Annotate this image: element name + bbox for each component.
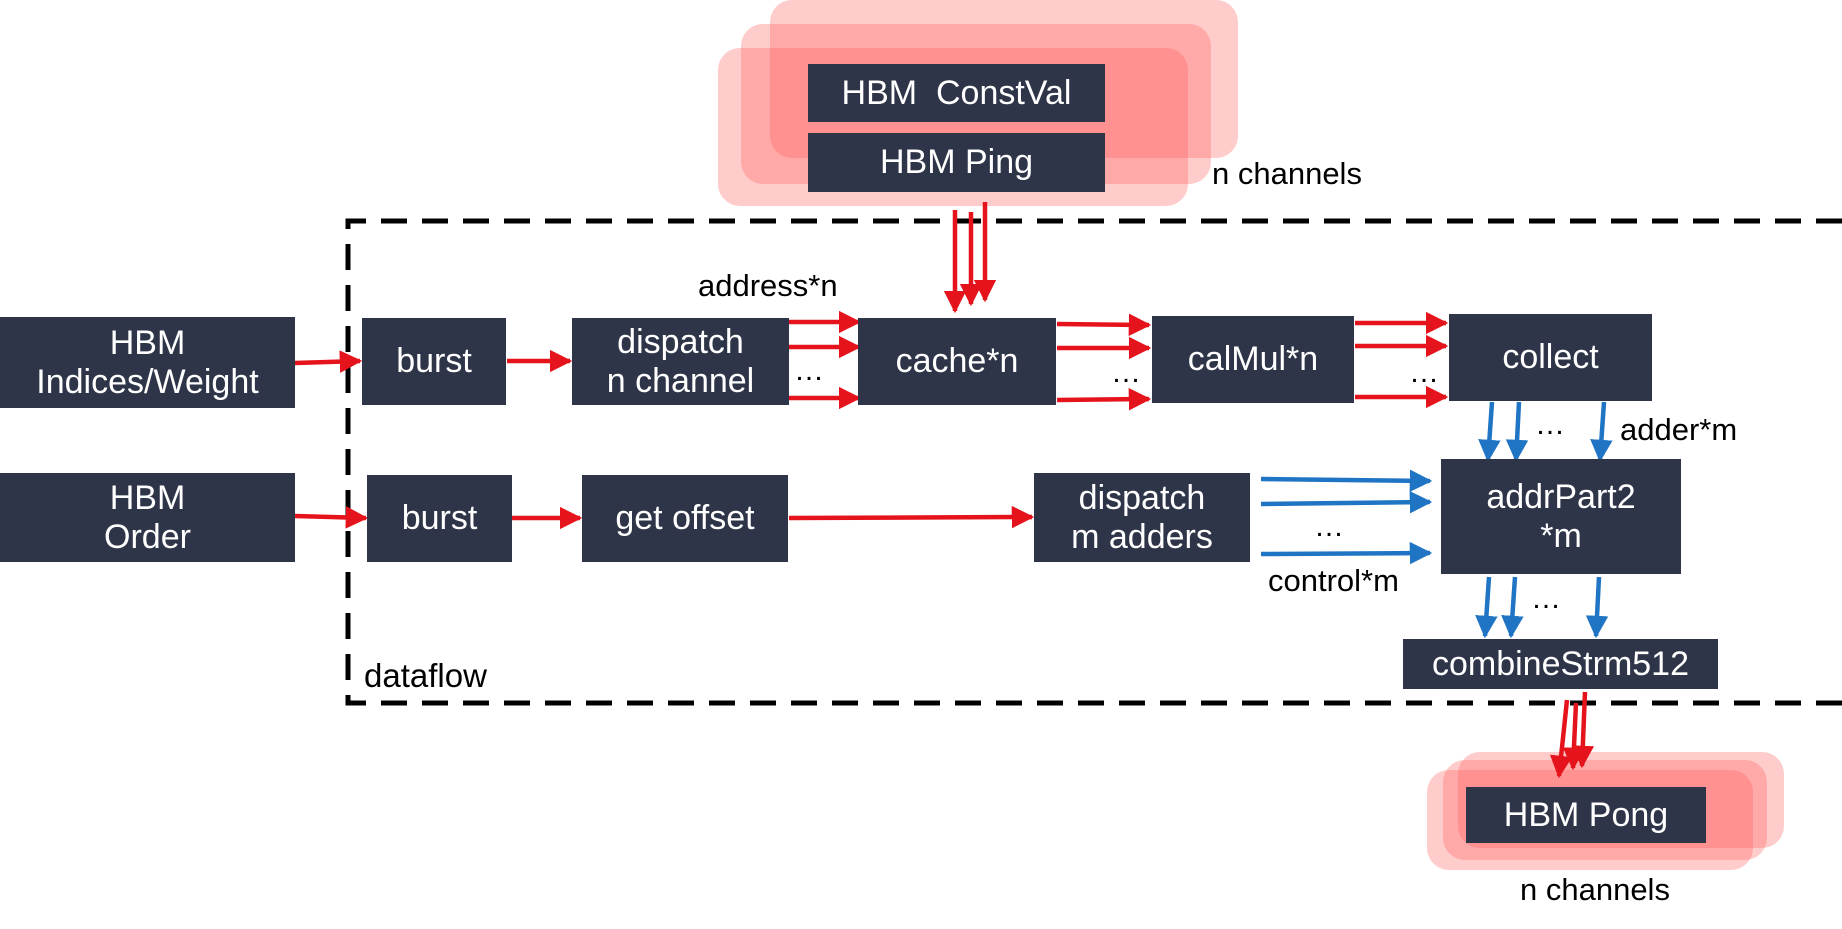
arrow-adder-1 [1478, 401, 1501, 463]
control-label: control*m [1268, 563, 1399, 598]
burst-upper-block: burst [362, 318, 506, 405]
get-offset-block: get offset [582, 475, 788, 562]
arrow-order-to-burst [294, 506, 369, 529]
arrow-cache-to-calmul-1 [1056, 313, 1152, 337]
arrow-combine-2 [1501, 576, 1524, 639]
dispatch-m-adders-block: dispatch m adders [1034, 473, 1250, 562]
dataflow-label: dataflow [364, 657, 487, 694]
hbm-indices-weight-line-1: HBM [109, 324, 186, 363]
dataflow-border [345, 218, 1842, 706]
adder-label: adder*m [1620, 412, 1738, 447]
dispatch-n-channel-line-2: n channel [606, 361, 755, 400]
hbm-ping-label: HBM Ping [879, 143, 1034, 182]
arrow-combine-1 [1475, 576, 1498, 639]
address-label: address*n [698, 268, 838, 303]
addrpart2-block: addrPart2 *m [1441, 459, 1681, 574]
calmul-ellipsis: … [1409, 356, 1440, 389]
arrow-adder-2 [1505, 401, 1529, 463]
hbm-order-block: HBM Order [0, 473, 295, 562]
dispatch-m-adders-line-1: dispatch [1078, 479, 1206, 518]
hbm-order-line-2: Order [104, 517, 191, 556]
arrow-control-m [1260, 541, 1433, 565]
burst-upper-label: burst [396, 342, 472, 381]
addrpart2-line-1: addrPart2 [1486, 478, 1636, 517]
arrow-adder-m [1590, 401, 1613, 463]
cache-label: cache*n [895, 342, 1019, 381]
control-ellipsis: … [1314, 510, 1345, 543]
combinestrm512-label: combineStrm512 [1431, 644, 1689, 683]
dispatch-n-channel-line-1: dispatch [617, 323, 744, 362]
top-channels-label: n channels [1212, 156, 1362, 191]
arrow-combine-to-pong-1 [1549, 699, 1573, 779]
arrow-combine-m [1585, 576, 1609, 639]
dispatch-m-adders-line-2: m adders [1071, 517, 1213, 556]
arrow-cache-to-calmul-n [1056, 387, 1152, 411]
hbm-pong-label: HBM Pong [1503, 795, 1669, 834]
arrow-indices-to-burst [294, 350, 363, 373]
hbm-order-line-1: HBM [109, 479, 186, 518]
arrow-combine-to-pong-2 [1562, 702, 1586, 771]
cache-block: cache*n [858, 318, 1056, 405]
combine-ellipsis: … [1531, 582, 1562, 615]
calmul-label: calMul*n [1187, 340, 1319, 379]
cache-ellipsis: … [1111, 356, 1142, 389]
arrow-combine-to-pong-3 [1571, 691, 1595, 769]
hbm-ping-block: HBM Ping [808, 133, 1105, 192]
dispatch-n-channel-block: dispatch n channel [572, 318, 789, 405]
hbm-pong-block: HBM Pong [1466, 787, 1706, 843]
arrow-getoffset-to-dispatch [788, 505, 1035, 529]
arrow-control-1 [1260, 469, 1433, 493]
combinestrm512-block: combineStrm512 [1403, 639, 1718, 689]
adder-ellipsis: … [1535, 408, 1566, 441]
addrpart2-line-2: *m [1540, 516, 1582, 555]
hbm-constval-block: HBM ConstVal [808, 64, 1105, 122]
hbm-indices-weight-line-2: Indices/Weight [36, 362, 259, 401]
burst-lower-label: burst [401, 499, 478, 538]
collect-label: collect [1502, 338, 1599, 377]
hbm-indices-weight-block: HBM Indices/Weight [0, 317, 295, 408]
calmul-block: calMul*n [1152, 316, 1354, 403]
bottom-channels-label: n channels [1520, 872, 1670, 907]
hbm-constval-label: HBM ConstVal [841, 73, 1072, 112]
dispatch-ellipsis: … [794, 354, 825, 387]
get-offset-label: get offset [615, 499, 755, 538]
collect-block: collect [1449, 314, 1652, 401]
arrow-control-2 [1260, 490, 1433, 514]
burst-lower-block: burst [367, 475, 512, 562]
